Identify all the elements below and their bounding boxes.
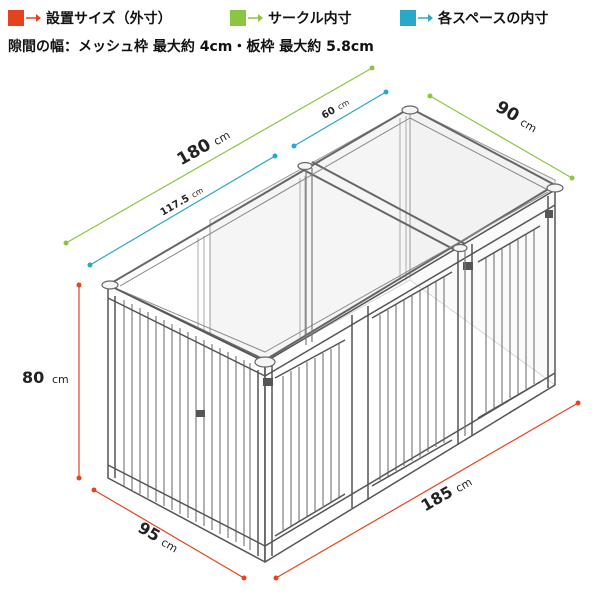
- dim-line-depth-inner: [427, 93, 575, 181]
- divider: [305, 168, 466, 436]
- legend-label-inner-size: サークル内寸: [268, 11, 352, 27]
- left-side-rails: [107, 297, 266, 547]
- label-height-outer-unit: cm: [52, 373, 69, 386]
- label-width-inner-value: 180: [174, 135, 215, 170]
- gap-width-note: 隙間の幅：メッシュ枠 最大約 4cm・板枠 最大約 5.8cm: [8, 39, 374, 55]
- front-panel: [264, 189, 556, 563]
- label-depth-inner: 90 cm: [492, 97, 539, 136]
- arrow-right-icon: [418, 14, 433, 22]
- label-width-outer-unit: cm: [453, 475, 474, 495]
- label-space-narrow-unit: cm: [336, 98, 351, 112]
- label-width-inner: 180 cm: [174, 129, 233, 170]
- dim-line-width-outer: [273, 400, 581, 581]
- label-depth-inner-unit: cm: [518, 116, 539, 136]
- label-width-outer: 185 cm: [418, 475, 475, 515]
- label-space-narrow: 60 cm: [320, 98, 351, 122]
- left-side-panel: [107, 284, 266, 563]
- legend-swatch-orange: [8, 10, 24, 26]
- dim-line-space-narrow: [291, 89, 389, 149]
- legend-item-outer-size: 設置サイズ（外寸）: [8, 6, 172, 30]
- label-depth-outer-value: 95: [135, 518, 164, 546]
- legend-label-space-size: 各スペースの内寸: [438, 11, 549, 27]
- left-side-bars: [123, 300, 251, 550]
- legend-item-inner-size: サークル内寸: [230, 6, 352, 30]
- pet-circle-illustration: [101, 105, 564, 563]
- legend-label-outer-size: 設置サイズ（外寸）: [46, 11, 172, 27]
- door-latch-icons: [196, 210, 553, 417]
- label-depth-inner-value: 90: [492, 97, 523, 126]
- label-height-outer: 80 cm: [22, 368, 69, 387]
- corner-caps: [101, 105, 564, 368]
- label-space-narrow-value: 60: [320, 105, 338, 122]
- legend-item-space-size: 各スペースの内寸: [400, 6, 548, 30]
- dim-line-width-inner: [63, 65, 375, 246]
- arrow-right-icon: [248, 14, 263, 22]
- legend-swatch-green: [230, 10, 246, 26]
- label-width-outer-value: 185: [418, 482, 456, 515]
- label-space-wide-unit: cm: [190, 186, 205, 200]
- legend: 設置サイズ（外寸） サークル内寸 各スペースの内寸: [8, 6, 598, 30]
- dim-line-depth-outer: [91, 487, 247, 581]
- top-frame-inner: [119, 117, 549, 353]
- dim-line-space-wide: [87, 153, 278, 268]
- arrow-right-icon: [26, 14, 41, 22]
- label-width-inner-unit: cm: [211, 129, 232, 149]
- legend-swatch-blue: [400, 10, 416, 26]
- dim-line-height-outer: [76, 282, 82, 481]
- front-panel-rails: [264, 204, 556, 547]
- label-height-outer-value: 80: [22, 368, 44, 387]
- front-door-bars: [282, 230, 535, 530]
